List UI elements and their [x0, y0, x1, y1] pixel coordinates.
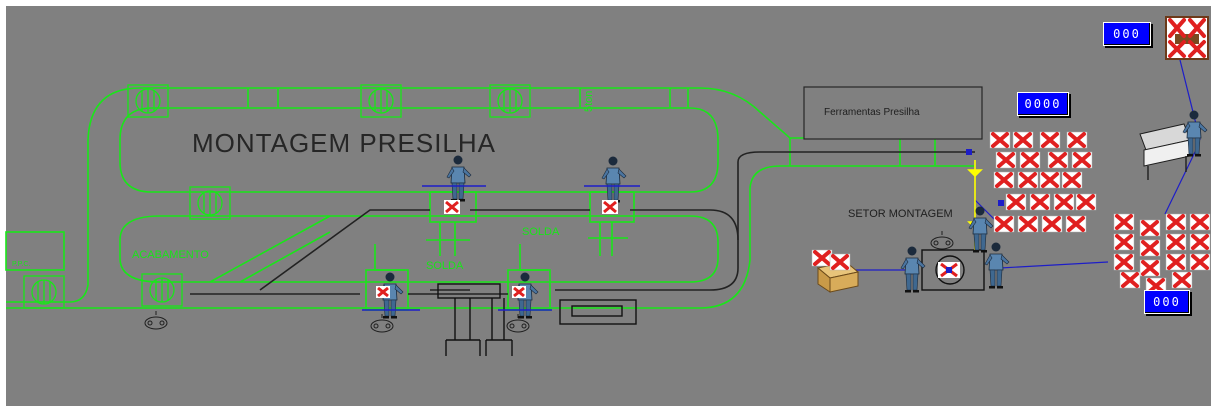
ferramentas-box[interactable] — [803, 86, 983, 140]
page-title: MONTAGEM PRESILHA — [192, 128, 497, 158]
material-path — [190, 151, 975, 295]
counter-top-right[interactable]: 000 — [1103, 22, 1151, 46]
left-box-tag: P.P.C. — [12, 261, 30, 268]
ferramentas-label[interactable]: Ferramentas Presilha — [824, 107, 920, 118]
area-label-solda-right: SOLDA — [522, 226, 560, 238]
link-node — [966, 149, 972, 155]
link-node — [998, 200, 1004, 206]
press-machine-icon[interactable] — [921, 249, 985, 291]
station-bars — [362, 185, 640, 311]
capacity-label: 5ton — [583, 91, 595, 112]
station-blocked-markers — [376, 200, 618, 298]
area-label-acabamento: ACABAMENTO — [132, 249, 209, 261]
counter-ferramentas[interactable]: 0000 — [1017, 92, 1069, 116]
crate-cluster-top-right[interactable] — [1165, 16, 1209, 60]
cutting-machine-icon[interactable] — [1139, 123, 1191, 180]
area-label-setor-montagem: SETOR MONTAGEM — [848, 208, 953, 220]
counter-right-bottom[interactable]: 000 — [1144, 290, 1190, 314]
crate-cluster-center[interactable] — [988, 130, 1098, 234]
workbench — [437, 283, 637, 356]
link-lines — [850, 59, 1201, 271]
conveyor-layout — [5, 87, 975, 311]
cardboard-box-icon[interactable] — [810, 248, 860, 293]
area-label-solda-left: SOLDA — [426, 260, 464, 272]
